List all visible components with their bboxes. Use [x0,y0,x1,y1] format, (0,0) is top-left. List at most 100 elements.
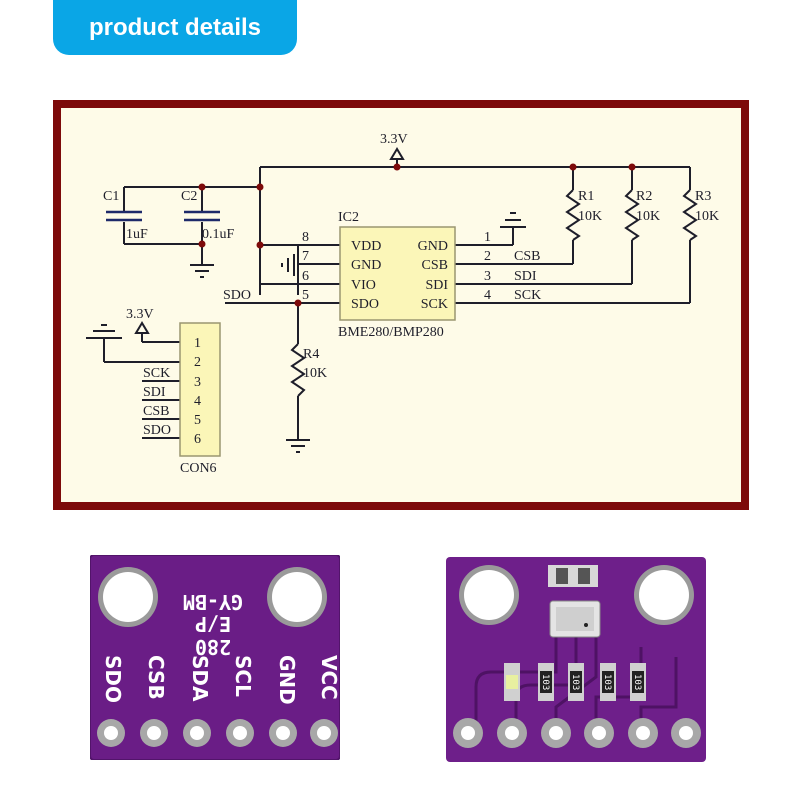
ground-icon-ic-pin7 [281,254,295,276]
silk-model-280: 280 [195,635,231,659]
net-label-sdi: SDI [514,269,537,284]
con6-pin-6: 6 [194,432,201,447]
connector-body [179,322,221,457]
ic-pin-num-1: 1 [484,230,491,245]
r4-value: 10K [303,366,327,381]
r3-value: 10K [695,209,719,224]
header-pin-5 [628,718,658,748]
ic-part: BME280/BMP280 [338,325,444,340]
resistor-chip-1: 103 [538,663,554,701]
ic-pin-name-gnd-left: GND [351,258,381,273]
con6-pin-3: 3 [194,375,201,390]
r2-value: 10K [636,209,660,224]
svg-text:103: 103 [540,674,550,690]
pin-labels: SDO CSB SDA SCL GND VCC [101,655,340,705]
header-pin-3 [183,719,211,747]
pcb-front-board: 280 E/P GY-BM SDO CSB SDA SCL GND VCC [90,555,340,760]
header-pin-4 [226,719,254,747]
pin-label-vcc: VCC [317,655,340,700]
ic-pin-name-sck: SCK [421,297,448,312]
ground-icon-r4 [286,439,310,453]
header-pin-3 [541,718,571,748]
r2-ref: R2 [636,189,652,204]
resistor-chips: 103 103 103 103 [538,663,646,701]
resistor-chip-2: 103 [568,663,584,701]
svg-text:103: 103 [602,674,612,690]
ground-icon-ic-pin1 [500,212,526,228]
status-led [504,663,520,701]
r3-ref: R3 [695,189,711,204]
pin-label-sda: SDA [188,655,212,702]
ic-pin-name-vio: VIO [351,278,376,293]
wires [103,166,691,440]
power-label-con6: 3.3V [126,307,154,322]
pcb-back-board: 103 103 103 103 [446,557,706,762]
ic-pin-name-vdd: VDD [351,239,381,254]
silk-model-ep: E/P [195,612,231,636]
pin-label-scl: SCL [231,655,255,697]
con6-ref: CON6 [180,461,217,476]
pin-label-gnd: GND [275,655,299,705]
mounting-hole-left [459,565,519,625]
resistor-chip-3: 103 [600,663,616,701]
r3-zigzag [682,189,698,241]
header-pin-1 [97,719,125,747]
pin-label-sdo: SDO [101,655,125,703]
r4-zigzag [290,343,306,397]
ground-symbols [86,212,526,453]
ic-pin-num-6: 6 [302,269,309,284]
con6-pin-4: 4 [194,394,201,409]
mounting-hole-right [267,567,327,627]
ic-ref: IC2 [338,210,359,225]
power-label-top: 3.3V [380,132,408,147]
ic-pin-num-2: 2 [484,249,491,264]
r1-zigzag [565,189,581,241]
ic-pin-name-csb: CSB [422,258,448,273]
net-label-sdo: SDO [223,288,251,303]
header-pin-1 [453,718,483,748]
con6-pin-2: 2 [194,355,201,370]
svg-text:103: 103 [632,674,642,690]
ic-pin-num-4: 4 [484,288,491,303]
power-arrow-icon-top [389,147,405,160]
ic-pin-name-sdo: SDO [351,297,379,312]
sensor-chip [549,600,601,638]
con6-net-sck: SCK [143,366,170,381]
board-silkscreen-model: 280 E/P GY-BM [183,590,243,659]
ic-pin-name-sdi: SDI [425,278,448,293]
r2-zigzag [624,189,640,241]
con6-net-csb: CSB [143,404,169,419]
header-pin-6 [310,719,338,747]
ic-pin-num-5: 5 [302,288,309,303]
net-label-csb: CSB [514,249,540,264]
c2-value: 0.1uF [202,227,235,242]
r4-ref: R4 [303,347,319,362]
silk-model-gybm: GY-BM [183,590,243,614]
resistor-chip-4: 103 [630,663,646,701]
header-pins [453,718,701,748]
con6-pin-1: 1 [194,336,201,351]
c1-ref: C1 [103,189,119,204]
capacitor-pair [548,565,598,587]
r1-ref: R1 [578,189,594,204]
ground-icon-con6 [86,324,122,339]
svg-text:103: 103 [570,674,580,690]
ic-body [339,226,456,321]
schematic-labels: 3.3V 3.3V C1 1uF C2 0.1uF IC2 BME280/BMP… [103,132,719,476]
pin-label-csb: CSB [144,655,168,700]
ic-pin-num-8: 8 [302,230,309,245]
product-details-banner: product details [53,0,297,55]
junction-dots [198,163,636,307]
ic-pin-name-gnd-right: GND [418,239,448,254]
header-pin-2 [140,719,168,747]
mounting-hole-right [634,565,694,625]
c1-value: 1uF [126,227,148,242]
con6-net-sdi: SDI [143,385,166,400]
header-pin-6 [671,718,701,748]
resistor-symbols [290,189,698,397]
ic-pin-num-7: 7 [302,249,309,264]
header-pin-2 [497,718,527,748]
mounting-hole-left [98,567,158,627]
power-arrow-icon-con6 [134,321,150,334]
